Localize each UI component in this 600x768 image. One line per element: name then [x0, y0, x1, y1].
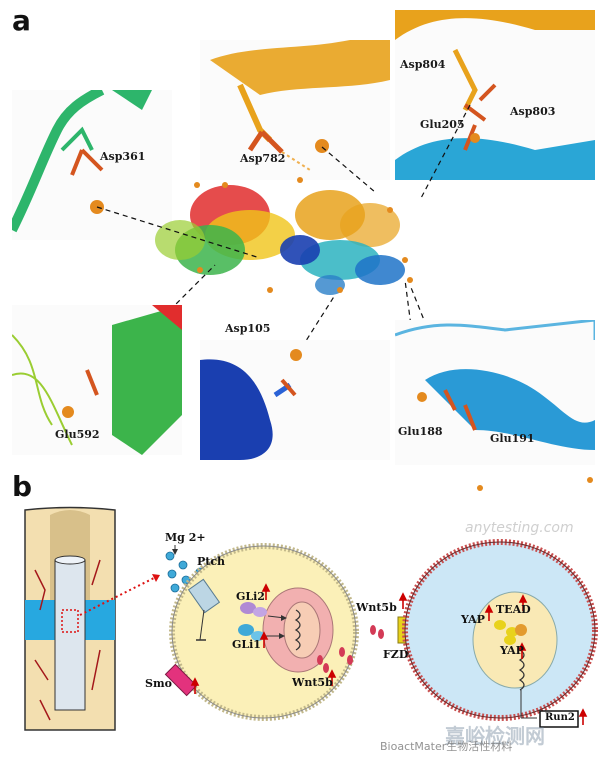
protein-ribbons: [155, 185, 405, 295]
label-fzd: FZD: [383, 648, 409, 661]
glu188-structure: [395, 320, 595, 450]
label-tead: TEAD: [496, 603, 531, 616]
asp105-structure: [200, 349, 302, 460]
upregulation-arrows: [190, 583, 588, 725]
cell-osteoblast: [402, 539, 598, 721]
residue-glu592: Glu592: [55, 428, 100, 441]
watermark-cn: 嘉峪检测网: [445, 724, 545, 748]
residue-asp782: Asp782: [240, 152, 286, 165]
residue-glu188: Glu188: [398, 425, 443, 438]
inset-asp105: [200, 340, 390, 460]
asp782-structure: [210, 40, 390, 171]
inset-glu592: [12, 305, 182, 455]
label-wnt5b-out: Wnt5b: [356, 601, 397, 614]
glu592-structure: [12, 305, 182, 455]
label-gli1: GLi1: [232, 638, 261, 651]
inset-asp361: [12, 90, 172, 240]
residue-asp361: Asp361: [100, 150, 146, 163]
wnt5b-proteins: [317, 625, 384, 673]
watermark-url: anytesting.com: [465, 520, 574, 536]
label-mg: Mg 2+: [165, 531, 206, 544]
label-smo: Smo: [145, 677, 172, 690]
label-ptch: Ptch: [197, 555, 226, 568]
label-wnt5b-cell: Wnt5b: [292, 676, 333, 689]
residue-asp105: Asp105: [225, 322, 271, 335]
inset-glu188: [395, 320, 595, 465]
bone-illustration: [24, 506, 116, 731]
watermark-source: BioactMater生物活性材料: [380, 740, 513, 753]
label-gli2: GLi2: [236, 590, 265, 603]
inset-asp782: [200, 40, 390, 180]
panel-b-label: b: [12, 470, 33, 503]
label-yap-cyto: YAP: [461, 613, 485, 626]
residue-asp804: Asp804: [400, 58, 446, 71]
panel-a-label: a: [12, 4, 31, 37]
residue-glu191: Glu191: [490, 432, 535, 445]
asp804-structure: [395, 10, 595, 180]
inset-asp804: [395, 10, 595, 180]
residue-glu205: Glu205: [420, 118, 465, 131]
label-runx2: Run2: [545, 712, 575, 723]
mg-ions: [165, 551, 205, 593]
label-yap-nuc: YAP: [500, 644, 524, 657]
residue-asp803: Asp803: [510, 105, 556, 118]
